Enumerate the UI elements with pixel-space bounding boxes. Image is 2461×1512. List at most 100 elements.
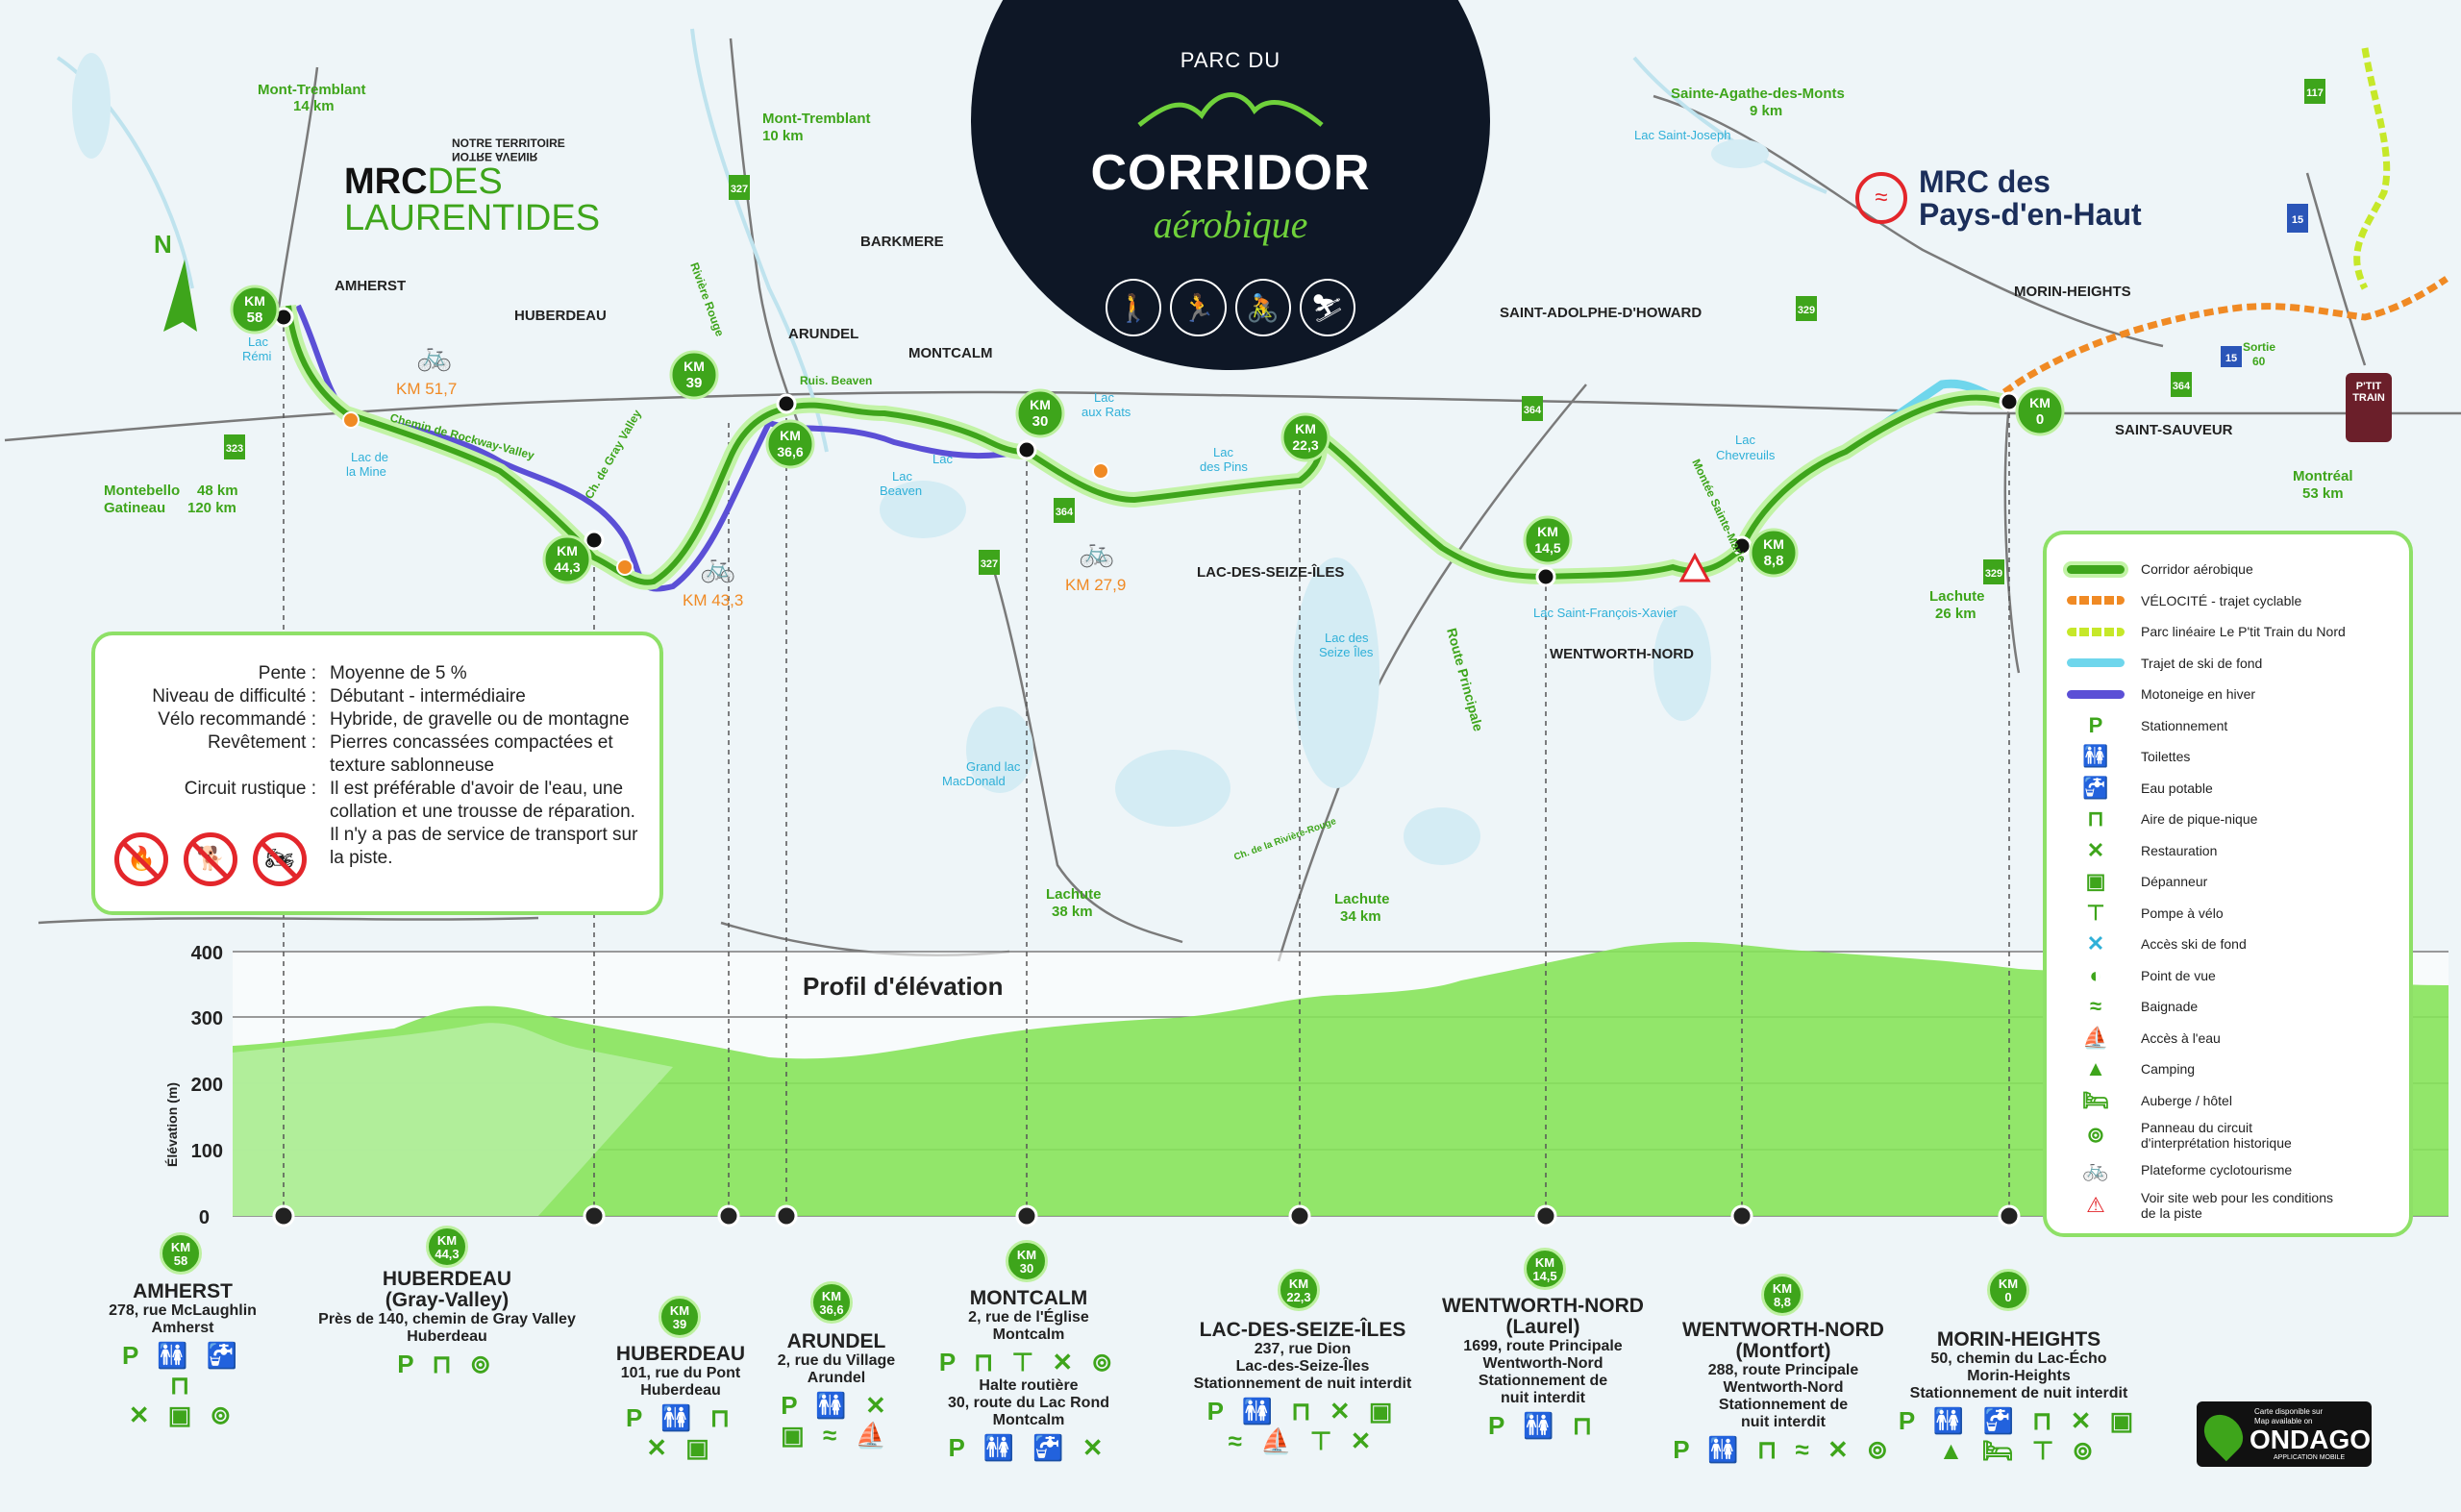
svg-text:KM: KM bbox=[1295, 421, 1316, 436]
svg-text:39: 39 bbox=[686, 375, 703, 391]
legend-item: ◐Point de vue bbox=[2062, 960, 2394, 992]
svg-text:48 km: 48 km bbox=[197, 483, 238, 499]
svg-text:🚲: 🚲 bbox=[416, 340, 452, 372]
logo-mountains-icon bbox=[1137, 92, 1324, 127]
pente-label: Pente : bbox=[258, 663, 316, 683]
no-dogs-icon: 🐕 bbox=[184, 832, 237, 886]
svg-text:Grand lac: Grand lac bbox=[966, 759, 1021, 774]
north-arrow-icon: N bbox=[154, 230, 197, 332]
ondago-name: ONDAGO bbox=[2250, 1425, 2371, 1454]
amenity-icons: P ⊓ ⊤ ✕ ⊚ bbox=[938, 1348, 1119, 1376]
water-access-icon: ⛵ bbox=[2082, 1025, 2109, 1050]
legend-item: ⊤Pompe à vélo bbox=[2062, 898, 2394, 930]
svg-text:Montebello: Montebello bbox=[104, 483, 180, 499]
svg-text:aux Rats: aux Rats bbox=[1081, 405, 1131, 419]
svg-text:KM: KM bbox=[780, 428, 801, 443]
svg-text:44,3: 44,3 bbox=[554, 559, 580, 575]
station-montcalm: MONTCALM 2, rue de l'Église Montcalm P ⊓… bbox=[923, 1288, 1134, 1463]
logo-line3: aérobique bbox=[1153, 203, 1308, 246]
legend-item: Parc linéaire Le P'tit Train du Nord bbox=[2062, 616, 2394, 648]
svg-text:15: 15 bbox=[2292, 214, 2303, 226]
bike-value: Hybride, de gravelle ou de montagne bbox=[330, 709, 630, 730]
station-amherst: AMHERST 278, rue McLaughlin Amherst P 🚻 … bbox=[106, 1281, 260, 1430]
ondago-badge[interactable]: Carte disponible sur Map available on ON… bbox=[2196, 1401, 2372, 1467]
restaurant-icon: ✕ bbox=[2086, 837, 2105, 862]
legend-item: ▲Camping bbox=[2062, 1053, 2394, 1085]
legend-item: ⛵Accès à l'eau bbox=[2062, 1023, 2394, 1054]
map-legend: Corridor aérobique VÉLOCITÉ - trajet cyc… bbox=[2043, 531, 2413, 1237]
svg-text:60: 60 bbox=[2252, 355, 2266, 368]
svg-text:LAC-DES-SEIZE-ÎLES: LAC-DES-SEIZE-ÎLES bbox=[1197, 563, 1344, 581]
svg-text:34 km: 34 km bbox=[1340, 908, 1381, 925]
svg-text:WENTWORTH-NORD: WENTWORTH-NORD bbox=[1550, 646, 1694, 662]
svg-text:Lachute: Lachute bbox=[1929, 588, 1985, 605]
mrc-lau-des: DES bbox=[427, 161, 503, 202]
legend-item: 🚰Eau potable bbox=[2062, 773, 2394, 805]
rustic-3: Il n'y a pas de service de transport sur bbox=[330, 825, 638, 845]
svg-text:Lac: Lac bbox=[892, 469, 912, 483]
svg-text:N: N bbox=[154, 230, 172, 259]
svg-text:Lac: Lac bbox=[1735, 433, 1755, 447]
svg-text:14,5: 14,5 bbox=[1534, 540, 1560, 556]
amenity-icons: P 🚻 ⊓ bbox=[1488, 1411, 1598, 1440]
svg-text:Lac: Lac bbox=[248, 335, 268, 349]
elev-tick: 0 bbox=[199, 1207, 210, 1228]
legend-item: ▣Dépanneur bbox=[2062, 866, 2394, 898]
amenity-icons: P 🚻 🚰 ⊓✕ ▣ ⊚ bbox=[121, 1341, 244, 1429]
svg-text:des Pins: des Pins bbox=[1200, 459, 1248, 474]
svg-text:30: 30 bbox=[1032, 413, 1049, 430]
difficulty-value: Débutant - intermédiaire bbox=[330, 686, 526, 706]
legend-item: ✕Accès ski de fond bbox=[2062, 929, 2394, 960]
legend-item: 🛏Auberge / hôtel bbox=[2062, 1085, 2394, 1117]
legend-item: Corridor aérobique bbox=[2062, 554, 2394, 585]
svg-text:SAINT-SAUVEUR: SAINT-SAUVEUR bbox=[2115, 422, 2233, 438]
rustic-1: Il est préférable d'avoir de l'eau, une bbox=[330, 779, 624, 799]
town-labels: AMHERST HUBERDEAU ARUNDEL BARKMERE MONTC… bbox=[335, 234, 2233, 662]
svg-text:Ruis. Beaven: Ruis. Beaven bbox=[800, 374, 872, 387]
ondago-small2: Map available on bbox=[2254, 1417, 2313, 1425]
svg-text:10 km: 10 km bbox=[762, 128, 804, 144]
elevation-ylabel: Élévation (m) bbox=[164, 1082, 180, 1167]
svg-text:🚲: 🚲 bbox=[1079, 536, 1114, 568]
viewpoint-icon: ◐ bbox=[2089, 962, 2102, 987]
svg-text:8,8: 8,8 bbox=[1764, 553, 1784, 569]
picnic-icon: ⊓ bbox=[2087, 806, 2104, 831]
station-dots bbox=[272, 1204, 2021, 1227]
svg-text:KM: KM bbox=[244, 293, 265, 309]
svg-text:329: 329 bbox=[1798, 305, 1815, 316]
svg-text:KM 43,3: KM 43,3 bbox=[683, 591, 743, 609]
svg-text:22,3: 22,3 bbox=[1292, 437, 1318, 453]
legend-item: ≈Baignade bbox=[2062, 991, 2394, 1023]
bike-pump-icon: ⊤ bbox=[2086, 900, 2105, 925]
legend-item: ✕Restauration bbox=[2062, 835, 2394, 867]
legend-item: 🚻Toilettes bbox=[2062, 741, 2394, 773]
svg-text:KM: KM bbox=[1537, 524, 1558, 539]
bike-label: Vélo recommandé : bbox=[158, 709, 316, 730]
warning-icon bbox=[1678, 552, 1711, 582]
svg-text:15: 15 bbox=[2225, 353, 2237, 364]
svg-text:9 km: 9 km bbox=[1750, 103, 1782, 119]
svg-text:BARKMERE: BARKMERE bbox=[860, 234, 944, 250]
elev-tick: 200 bbox=[191, 1075, 223, 1096]
elev-tick: 300 bbox=[191, 1008, 223, 1029]
svg-text:36,6: 36,6 bbox=[777, 444, 803, 459]
svg-text:120 km: 120 km bbox=[187, 500, 236, 516]
mrc-laurentides-logo: NOTRE TERRITOIRE NOTRE AVENIR MRCDES LAU… bbox=[344, 136, 600, 236]
ski-icon: ⛷ bbox=[1299, 279, 1355, 336]
ptit-train-route bbox=[2353, 47, 2391, 290]
svg-text:Beaven: Beaven bbox=[880, 483, 922, 498]
logo-line1: PARC DU bbox=[1180, 48, 1281, 72]
amenity-icons: P 🚻 🚰 ✕ bbox=[948, 1433, 1109, 1462]
activity-icons: 🚶 🏃 🚴 ⛷ bbox=[1106, 279, 1355, 336]
rustic-label: Circuit rustique : bbox=[184, 779, 316, 799]
station-huberdeau-gray: HUBERDEAU (Gray-Valley) Près de 140, che… bbox=[288, 1269, 606, 1379]
mrc-lau-name: LAURENTIDES bbox=[344, 198, 601, 238]
svg-text:327: 327 bbox=[731, 184, 748, 195]
svg-text:329: 329 bbox=[1985, 568, 2002, 580]
ondago-small1: Carte disponible sur bbox=[2254, 1407, 2324, 1416]
